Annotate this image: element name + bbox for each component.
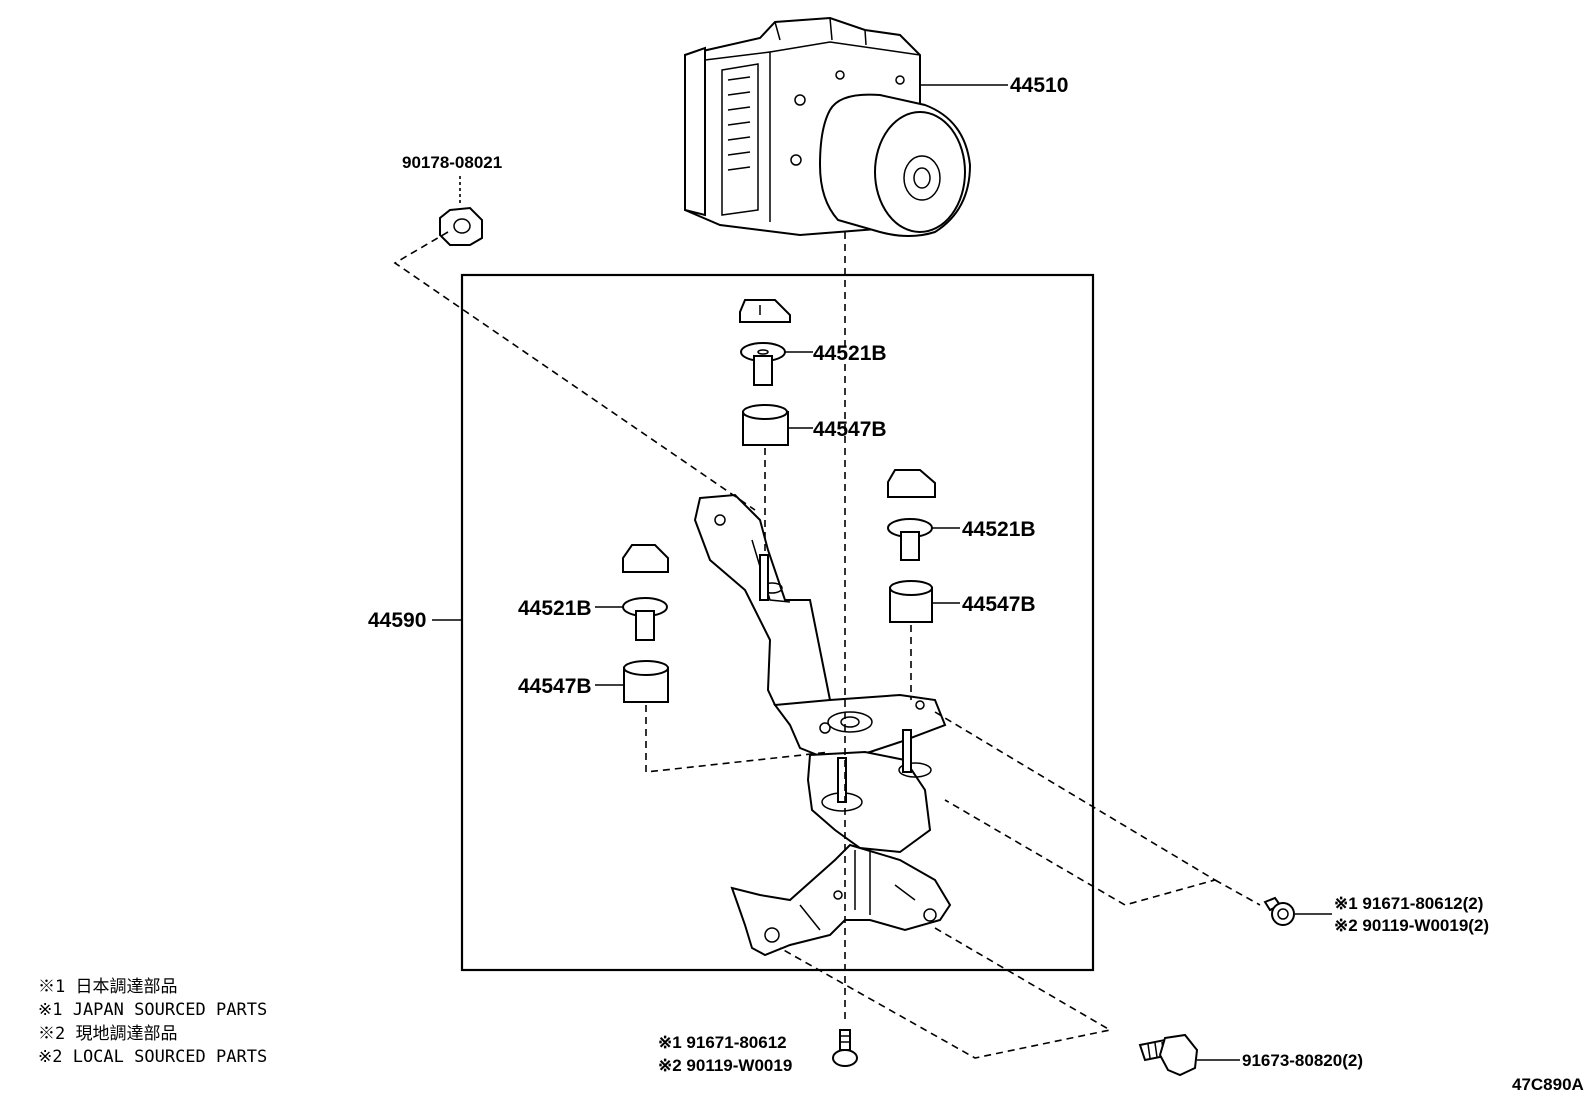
note-line-2: ※1 JAPAN SOURCED PARTS	[38, 1000, 267, 1020]
assembly-frame	[460, 273, 1095, 972]
bracket-44590[interactable]	[693, 493, 952, 957]
note-line-4: ※2 LOCAL SOURCED PARTS	[38, 1047, 267, 1067]
note-line-3: ※2 現地調達部品	[38, 1024, 177, 1044]
label-bolt-bottom-1: ※1 91671-80612	[658, 1033, 787, 1052]
collar-44521b-a[interactable]	[740, 342, 786, 386]
dash-right-bolt-lead	[1214, 879, 1261, 906]
bolt-91673-80820[interactable]	[1138, 1033, 1199, 1077]
abs-actuator-44510[interactable]	[684, 16, 972, 237]
label-44521b-c: 44521B	[518, 597, 592, 620]
label-44547b-c: 44547B	[518, 675, 592, 698]
label-44547b-b: 44547B	[962, 593, 1036, 616]
collar-upper-a[interactable]	[739, 299, 791, 323]
collar-44521b-c[interactable]	[622, 597, 668, 641]
collar-44521b-b[interactable]	[887, 518, 933, 561]
label-bolt-right-2: ※2 90119-W0019(2)	[1334, 916, 1489, 935]
label-44510: 44510	[1010, 74, 1068, 97]
bolt-91671-80612-bottom[interactable]	[832, 1029, 858, 1067]
label-90178-08021: 90178-08021	[402, 153, 502, 172]
collar-upper-c[interactable]	[622, 544, 669, 573]
label-bolt-right-1: ※1 91671-80612(2)	[1334, 894, 1483, 913]
label-44547b-a: 44547B	[813, 418, 887, 441]
label-bolt-bottom-2: ※2 90119-W0019	[658, 1056, 792, 1075]
nut-90178-08021[interactable]	[439, 206, 483, 246]
collar-upper-b[interactable]	[887, 469, 936, 498]
label-44521b-b: 44521B	[962, 518, 1036, 541]
cushion-44547b-b[interactable]	[889, 580, 933, 623]
cushion-44547b-c[interactable]	[623, 660, 669, 703]
dash-large-bolt	[779, 927, 1113, 1059]
label-bolt-large: 91673-80820(2)	[1242, 1051, 1363, 1070]
label-44590: 44590	[368, 609, 426, 632]
dash-nut-to-bracket	[393, 231, 756, 511]
note-line-1: ※1 日本調達部品	[38, 977, 177, 997]
cushion-44547b-a[interactable]	[742, 404, 789, 446]
bolt-91671-80612-right[interactable]	[1263, 896, 1295, 926]
label-44521b-a: 44521B	[813, 342, 887, 365]
dash-set-c	[645, 705, 831, 773]
figure-code: 47C890A	[1512, 1075, 1584, 1094]
dash-right-bolts	[934, 711, 1218, 906]
